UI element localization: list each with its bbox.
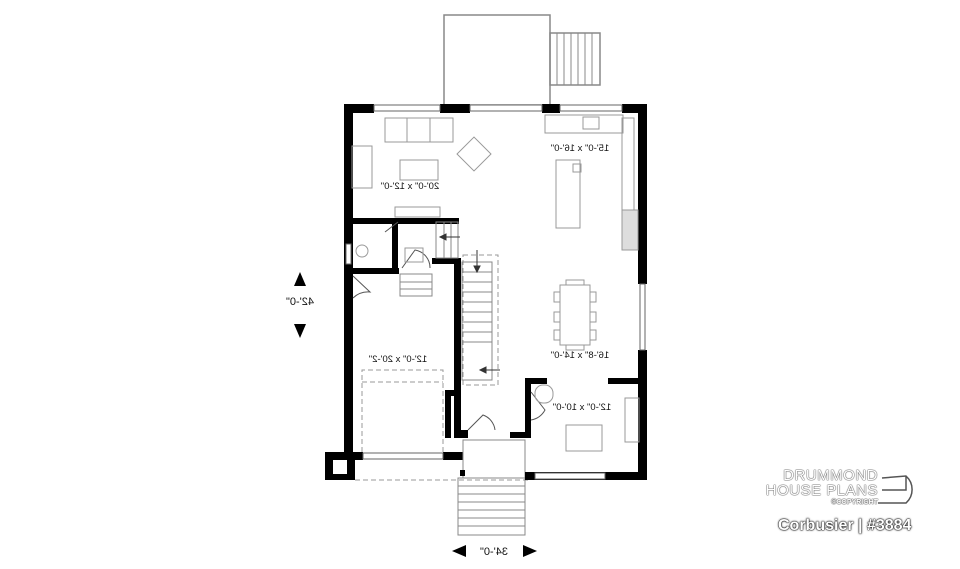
brand-line-1: DRUMMOND [783, 467, 878, 484]
dimension-width: 34'-0" [452, 545, 537, 558]
room-label-kitchen: 15'-0" x 16'-0" [551, 143, 609, 154]
room-label-dining: 16'-8" x 14'-0" [551, 350, 609, 361]
room-labels: 20'-0" x 12'-0" 15'-0" x 16'-0" 16'-8" x… [369, 143, 611, 413]
stair-arrows [438, 233, 500, 374]
brand-logo: DRUMMOND HOUSE PLANS ©COPYRIGHT [766, 468, 878, 507]
garage-door-outline [355, 254, 530, 481]
room-label-office: 12'-0" x 10'-0" [553, 402, 611, 413]
brand-line-2: HOUSE PLANS [765, 482, 878, 499]
width-dimension-label: 34'-0" [480, 546, 508, 558]
doors [352, 221, 546, 431]
brand-logo-mark [878, 475, 913, 504]
room-label-living: 20'-0" x 12'-0" [381, 181, 439, 192]
brand-copyright: ©COPYRIGHT [831, 499, 878, 506]
windows [345, 104, 646, 480]
stairs [399, 221, 526, 536]
rear-deck [443, 14, 601, 106]
dimension-depth: 42'-0" [286, 272, 314, 338]
depth-dimension-label: 42'-0" [286, 296, 314, 308]
furniture [351, 114, 640, 452]
plan-title: Corbusier | #3884 [778, 517, 912, 534]
room-label-garage: 12'-0" x 20'-2" [369, 354, 427, 365]
